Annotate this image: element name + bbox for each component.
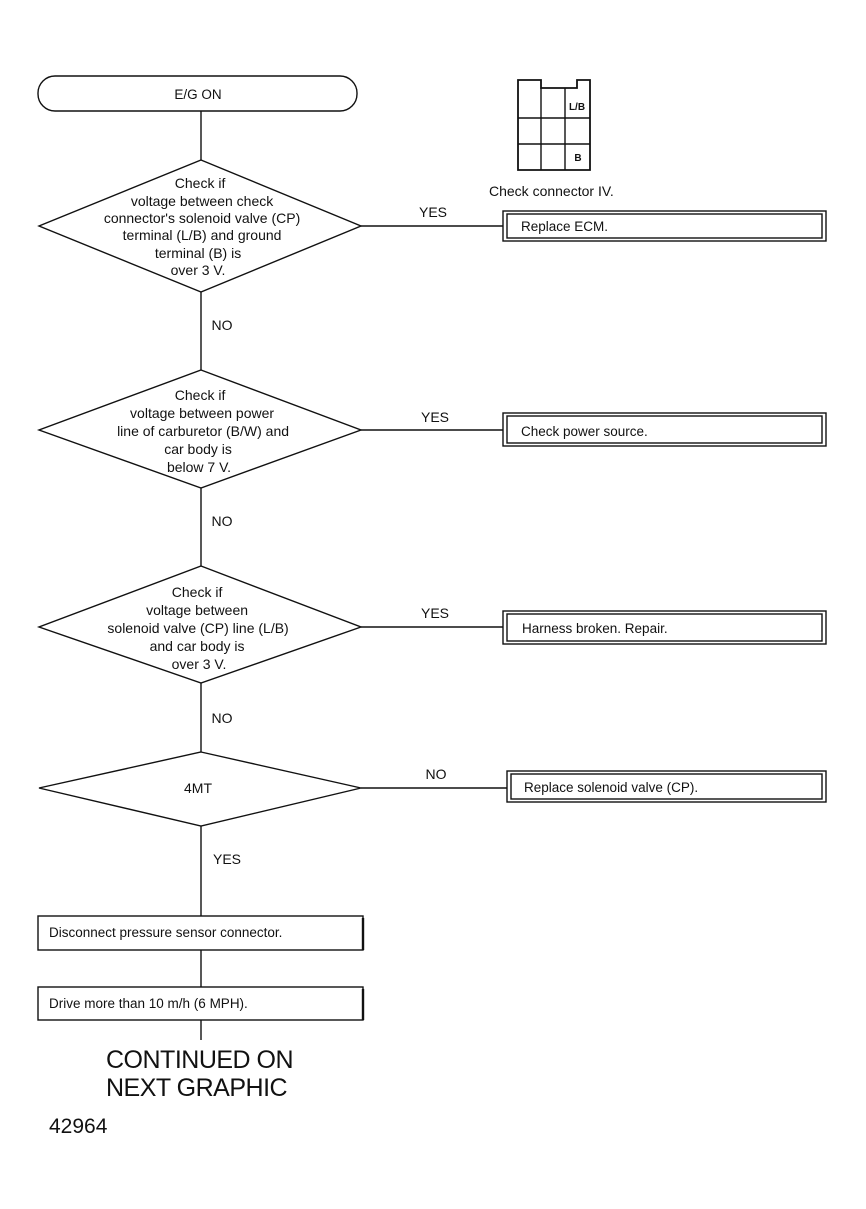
decision-1-line: voltage between check bbox=[131, 193, 274, 209]
decision-3-line: solenoid valve (CP) line (L/B) bbox=[107, 620, 288, 636]
decision-3-line: over 3 V. bbox=[172, 656, 227, 672]
step-box-disconnect-sensor bbox=[37, 915, 364, 951]
action-box-inner-border bbox=[506, 415, 823, 444]
decision-1-down-label: NO bbox=[212, 317, 233, 333]
decision-3-line: Check if bbox=[172, 584, 223, 600]
action-box-inner-border bbox=[510, 773, 823, 800]
decision-2-line: line of carburetor (B/W) and bbox=[117, 423, 289, 439]
step-box-drive bbox=[37, 986, 364, 1021]
decision-4-down-label: YES bbox=[213, 851, 241, 867]
decision-4-right-label: NO bbox=[426, 766, 447, 782]
connector-caption: Check connector IV. bbox=[489, 183, 614, 199]
connector-outline bbox=[517, 79, 591, 171]
decision-1-right-label: YES bbox=[419, 204, 447, 220]
decision-3-line: voltage between bbox=[146, 602, 248, 618]
decision-2-down-label: NO bbox=[212, 513, 233, 529]
action-harness-broken: Harness broken. Repair. bbox=[522, 621, 668, 636]
continued-note: CONTINUED ON NEXT GRAPHIC bbox=[106, 1046, 300, 1102]
action-box-check-power-source bbox=[502, 412, 827, 447]
decision-1-line: terminal (B) is bbox=[155, 245, 241, 261]
decision-2-right-label: YES bbox=[421, 409, 449, 425]
decision-2-text: Check if voltage between power line of c… bbox=[117, 387, 293, 475]
figure-number: 42964 bbox=[49, 1115, 108, 1138]
decision-3-text: Check if voltage between solenoid valve … bbox=[107, 584, 292, 672]
decision-4-text: 4MT bbox=[184, 780, 212, 796]
decision-3-right-label: YES bbox=[421, 605, 449, 621]
continued-line: CONTINUED ON bbox=[106, 1046, 293, 1074]
decision-1-line: over 3 V. bbox=[171, 262, 226, 278]
start-terminal bbox=[37, 75, 358, 112]
decision-diamond-1 bbox=[37, 159, 363, 293]
action-check-power-source: Check power source. bbox=[521, 424, 648, 439]
decision-1-line: connector's solenoid valve (CP) bbox=[104, 210, 300, 226]
action-replace-ecm: Replace ECM. bbox=[521, 219, 608, 234]
action-box-harness-broken bbox=[502, 610, 827, 645]
decision-diamond-2 bbox=[36, 369, 364, 489]
action-box-inner-border bbox=[506, 213, 823, 239]
decision-diamond-4 bbox=[38, 751, 362, 827]
decision-1-line: terminal (L/B) and ground bbox=[123, 227, 282, 243]
action-replace-solenoid-valve: Replace solenoid valve (CP). bbox=[524, 780, 698, 795]
decision-2-line: voltage between power bbox=[130, 405, 274, 421]
connector-pin-b: B bbox=[574, 153, 581, 164]
action-box-replace-solenoid-valve bbox=[506, 770, 827, 803]
connector-pin-lb: L/B bbox=[569, 102, 585, 113]
decision-3-down-label: NO bbox=[212, 710, 233, 726]
decision-2-line: car body is bbox=[164, 441, 232, 457]
step-disconnect-sensor: Disconnect pressure sensor connector. bbox=[49, 925, 282, 940]
decision-2-line: Check if bbox=[175, 387, 226, 403]
decision-diamond-3 bbox=[36, 565, 364, 684]
action-box-replace-ecm bbox=[502, 210, 827, 242]
step-drive: Drive more than 10 m/h (6 MPH). bbox=[49, 996, 248, 1011]
start-label: E/G ON bbox=[174, 87, 221, 102]
check-connector-diagram: L/B B bbox=[517, 79, 591, 171]
decision-2-line: below 7 V. bbox=[167, 459, 231, 475]
flow-lines bbox=[200, 111, 507, 1040]
decision-1-text: Check if voltage between check connector… bbox=[104, 175, 304, 278]
action-box-inner-border bbox=[506, 613, 823, 642]
decision-1-line: Check if bbox=[175, 175, 226, 191]
decision-3-line: and car body is bbox=[150, 638, 245, 654]
continued-line: NEXT GRAPHIC bbox=[106, 1074, 288, 1102]
